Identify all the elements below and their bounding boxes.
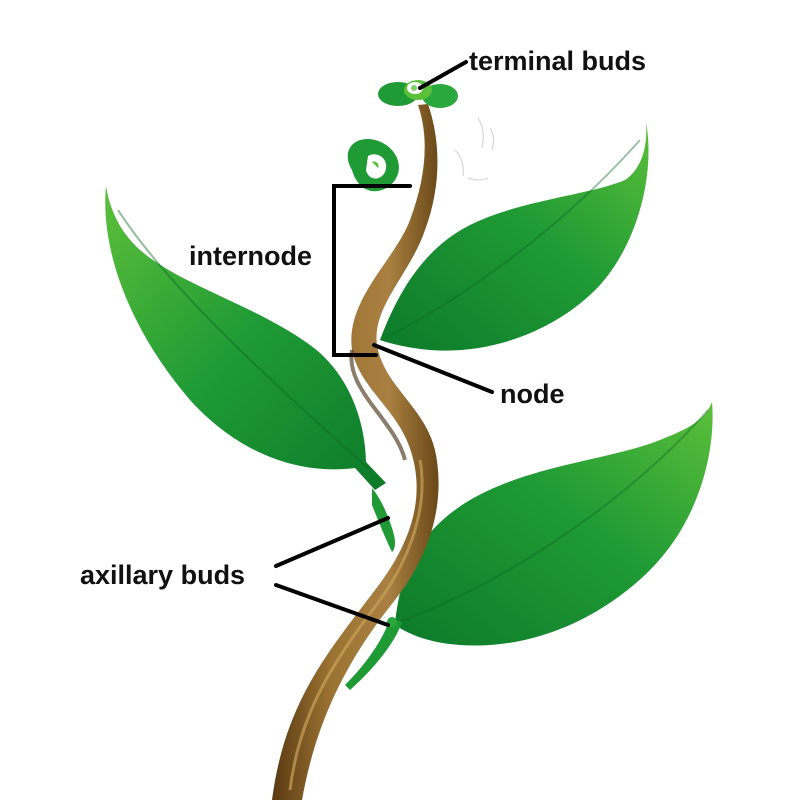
internode-bracket — [332, 184, 412, 357]
terminal-buds-leader — [418, 60, 468, 90]
lower-right-leaf — [395, 402, 713, 646]
upper-left-leaf — [105, 186, 386, 490]
axillary-buds-leader-upper — [274, 516, 390, 568]
axillary-buds-label: axillary buds — [80, 560, 246, 590]
stem — [272, 104, 439, 800]
upper-right-leaf-vein — [384, 139, 641, 339]
node-leader — [372, 343, 494, 394]
lower-right-leaf-vein — [397, 409, 709, 623]
terminal-buds-label: terminal buds — [469, 46, 647, 76]
upper-curled-bud — [347, 139, 399, 192]
node-label: node — [500, 379, 565, 409]
internode-label: internode — [189, 241, 313, 271]
stem-highlight — [288, 459, 424, 791]
bud-sketch-lines — [454, 117, 495, 181]
leader-lines — [274, 60, 494, 627]
axillary-bud-lower — [345, 618, 402, 690]
terminal-bud — [378, 80, 458, 108]
stem-shadow — [349, 349, 407, 461]
axillary-buds-leader-lower — [274, 583, 390, 627]
upper-right-leaf — [380, 122, 649, 351]
upper-left-leaf-vein — [117, 209, 371, 471]
